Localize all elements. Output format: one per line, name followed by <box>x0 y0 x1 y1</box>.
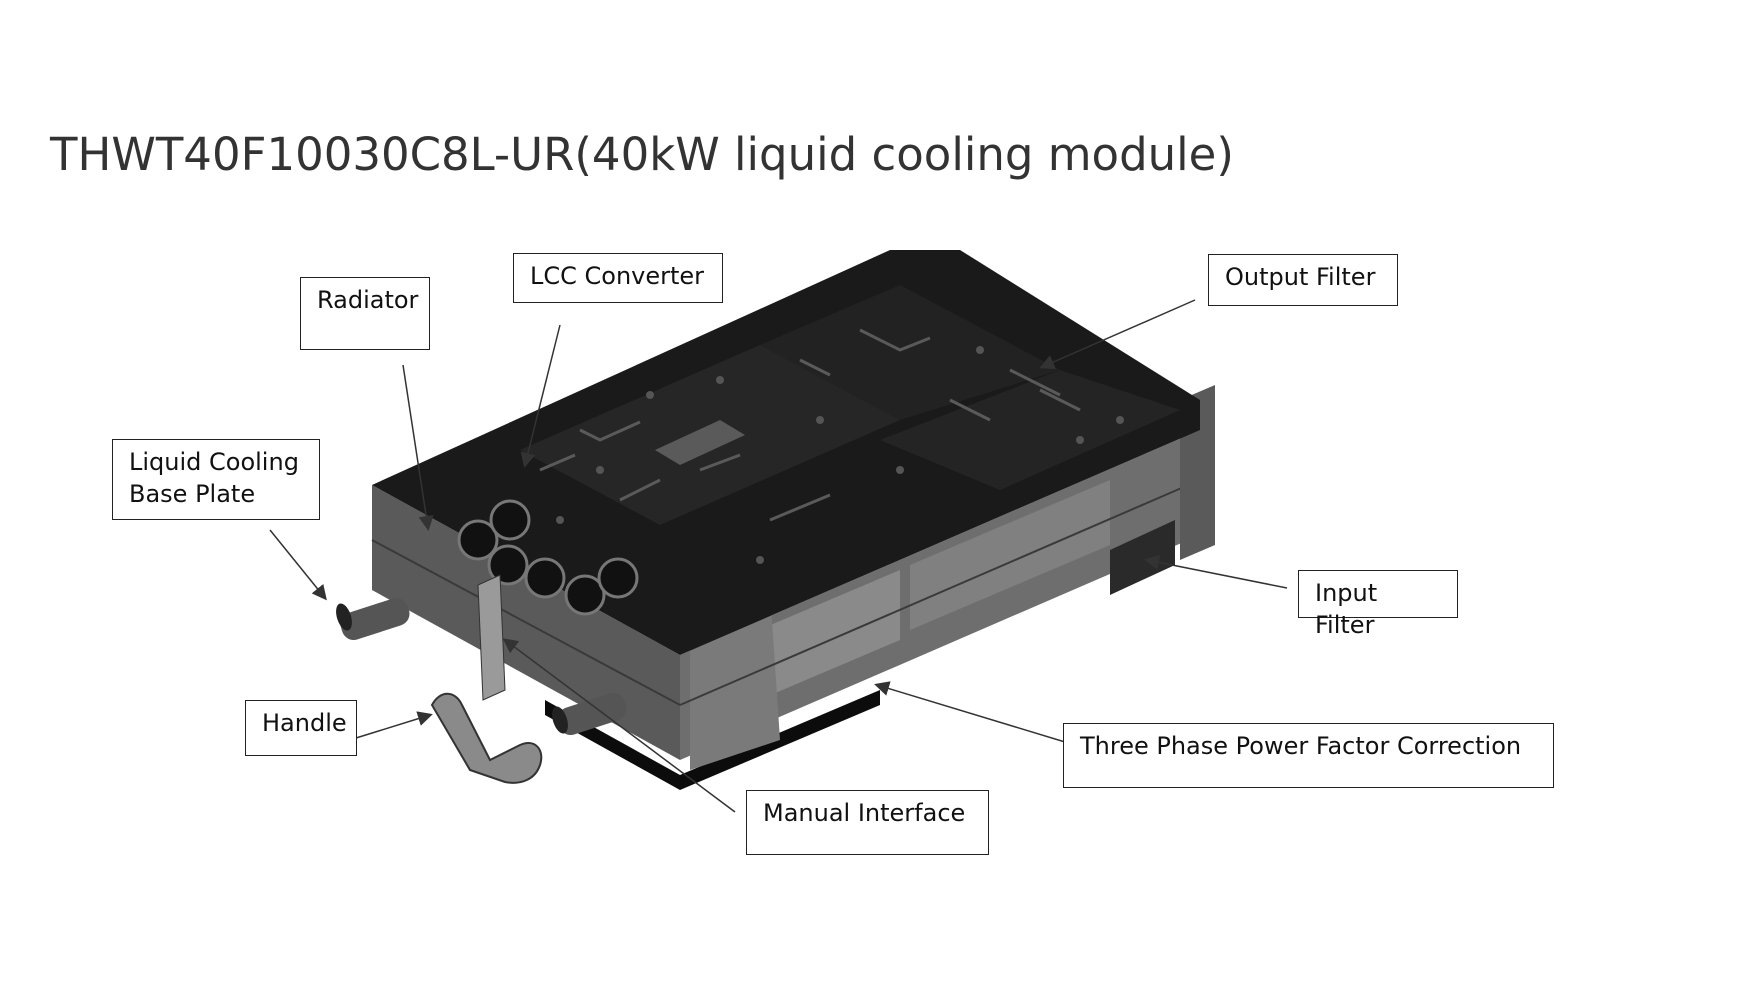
side-panel-segment <box>910 480 1110 630</box>
callout-handle: Handle <box>245 700 357 756</box>
callout-liquid-cooling-base-plate: Liquid Cooling Base Plate <box>112 439 320 520</box>
lcc-opening <box>655 420 745 465</box>
coolant-pipe <box>552 692 627 736</box>
leader-handle <box>355 711 433 739</box>
callout-label: LCC Converter <box>530 262 705 290</box>
leader-lcc-converter <box>520 324 561 468</box>
module-base <box>545 690 880 790</box>
callout-output-filter: Output Filter <box>1208 254 1398 306</box>
callout-lcc-converter: LCC Converter <box>513 253 723 303</box>
callout-label: Radiator <box>317 286 419 314</box>
callout-label: Output Filter <box>1225 263 1376 291</box>
callout-manual-interface: Manual Interface <box>746 790 989 855</box>
input-filter-block <box>1110 520 1175 595</box>
callout-label: Manual Interface <box>763 799 966 827</box>
leader-pfc <box>874 681 1066 743</box>
manual-interface-plate <box>477 574 506 701</box>
capacitor-bank <box>457 499 639 616</box>
callout-label: Three Phase Power Factor Correction <box>1080 732 1522 760</box>
callout-input-filter: Input Filter <box>1298 570 1458 639</box>
callout-radiator: Radiator <box>300 277 430 350</box>
callout-label: Liquid Cooling Base Plate <box>129 448 299 508</box>
callout-label: Input Filter <box>1315 579 1378 639</box>
leader-input-filter <box>1144 554 1288 589</box>
leader-base-plate <box>269 529 327 601</box>
leader-radiator <box>402 364 434 531</box>
leader-output-filter <box>1039 299 1196 370</box>
leader-manual-interface <box>502 638 736 813</box>
callout-label: Handle <box>262 709 347 737</box>
callout-three-phase-pfc: Three Phase Power Factor Correction <box>1063 723 1554 788</box>
handle-shape <box>430 692 543 784</box>
top-plate-section <box>880 370 1180 490</box>
diagram-title: THWT40F10030C8L-UR(40kW liquid cooling m… <box>50 128 1234 181</box>
top-plate-section <box>760 285 1060 420</box>
coolant-pipe <box>336 597 410 641</box>
